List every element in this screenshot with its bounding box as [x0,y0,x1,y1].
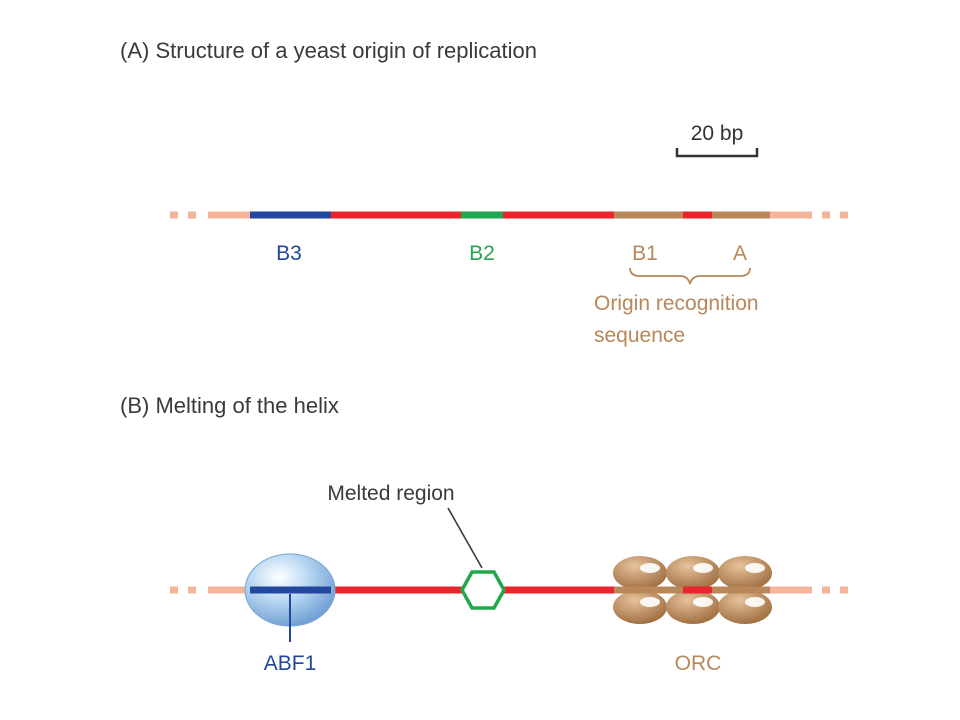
melted-region-bubble [459,570,507,610]
orc-label: ORC [675,652,722,675]
origin-recognition-label-line1: Origin recognition [594,292,759,315]
origin-recognition-brace [629,267,751,285]
abf1-label: ABF1 [264,652,317,675]
b2-label: B2 [469,242,495,265]
panel-b: (B) Melting of the helix Melted region A… [120,393,848,675]
a-label: A [733,242,747,265]
scale-bar: 20 bp [675,122,759,158]
origin-recognition-label-line2: sequence [594,324,685,347]
panel-b-title: (B) Melting of the helix [120,393,339,418]
abf1-protein [244,553,336,642]
b1-label: B1 [632,242,658,265]
melted-region-label: Melted region [327,482,454,505]
orc-complex [613,556,772,624]
panel-a-title: (A) Structure of a yeast origin of repli… [120,38,537,63]
scale-bar-label: 20 bp [691,122,744,145]
panel-a: (A) Structure of a yeast origin of repli… [120,38,848,347]
melted-region-pointer [447,507,483,569]
b3-label: B3 [276,242,302,265]
